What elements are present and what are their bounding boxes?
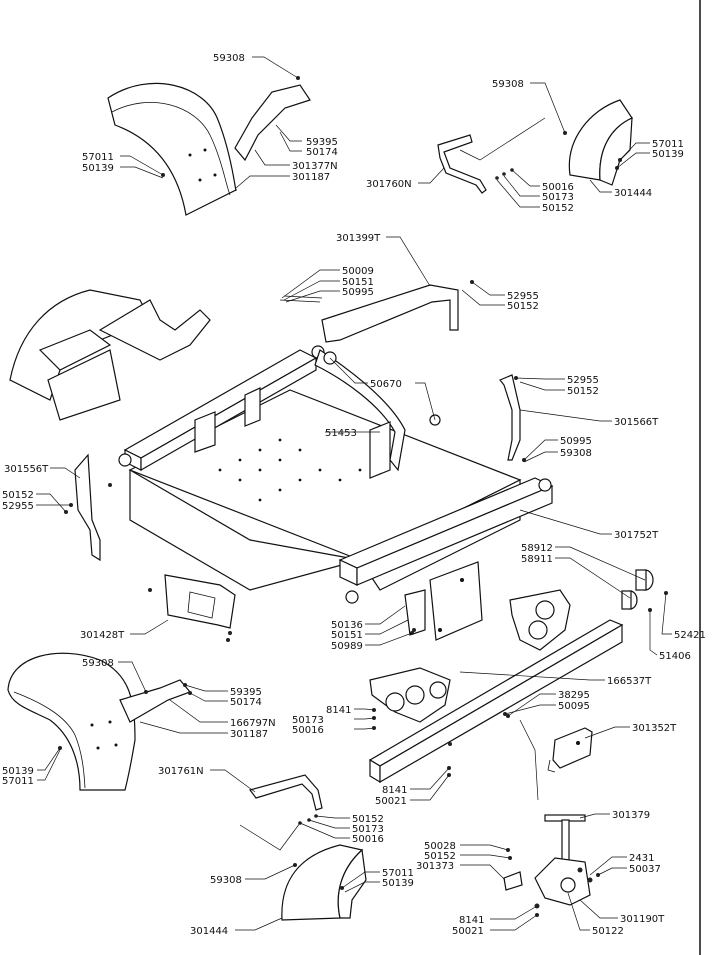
fender-bottom-left: [7, 652, 192, 791]
part-label: 301187: [292, 172, 330, 183]
part-label: 50016: [292, 725, 324, 736]
leader-lines: [36, 56, 672, 931]
part-label: 301377N: [292, 161, 338, 172]
part-label: 59308: [82, 658, 114, 669]
part-label: 166537T: [607, 676, 652, 687]
part-label: 57011: [82, 152, 114, 163]
bracket-301556T: [64, 453, 112, 562]
bumper-assembly: [368, 589, 624, 784]
part-label: 52955: [507, 291, 539, 302]
part-label: 8141: [326, 705, 351, 716]
part-label: 50139: [2, 766, 34, 777]
part-label: 301187: [230, 729, 268, 740]
part-labels: 59308 59395 50174 301377N 301187 57011 5…: [2, 53, 706, 937]
part-label: 52421: [674, 630, 706, 641]
part-label: 51453: [325, 428, 357, 439]
part-label: 8141: [382, 785, 407, 796]
part-label: 301444: [614, 188, 652, 199]
part-label: 50989: [331, 641, 363, 652]
part-label: 58911: [521, 554, 553, 565]
part-label: 50173: [352, 824, 384, 835]
part-label: 301428T: [80, 630, 125, 641]
part-label: 58912: [521, 543, 553, 554]
handle-301761N: [248, 774, 323, 825]
fender-top-right: [563, 99, 633, 186]
part-label: 301444: [190, 926, 228, 937]
part-label: 50670: [370, 379, 402, 390]
part-label: 50122: [592, 926, 624, 937]
part-label: 301761N: [158, 766, 204, 777]
main-frame: [9, 289, 554, 604]
part-label: 166797N: [230, 718, 276, 729]
part-label: 52955: [567, 375, 599, 386]
part-label: 59395: [306, 137, 338, 148]
part-label: 50095: [558, 701, 590, 712]
part-label: 57011: [2, 776, 34, 787]
part-label: 50174: [230, 697, 262, 708]
part-label: 301190T: [620, 914, 665, 925]
part-label: 59308: [560, 448, 592, 459]
rollers: [621, 569, 668, 612]
part-label: 50136: [331, 620, 363, 631]
plate-301428T: [164, 574, 236, 642]
part-label: 8141: [459, 915, 484, 926]
part-label: 50174: [306, 147, 338, 158]
fender-bottom-301444: [281, 844, 367, 921]
part-label: 50152: [542, 203, 574, 214]
fender-top-left: [107, 76, 311, 216]
part-label: 50021: [375, 796, 407, 807]
part-label: 57011: [382, 868, 414, 879]
part-label: 50995: [342, 287, 374, 298]
part-label: 301379: [612, 810, 650, 821]
part-label: 301373: [416, 861, 454, 872]
part-label: 301556T: [4, 464, 49, 475]
bracket-301566T: [499, 374, 526, 462]
part-label: 52955: [2, 501, 34, 512]
part-label: 50016: [352, 834, 384, 845]
part-label: 50037: [629, 864, 661, 875]
part-label: 50995: [560, 436, 592, 447]
part-label: 50016: [542, 182, 574, 193]
part-label: 59395: [230, 687, 262, 698]
part-label: 50139: [652, 149, 684, 160]
part-label: 50152: [2, 490, 34, 501]
part-label: 301352T: [632, 723, 677, 734]
part-label: 301399T: [336, 233, 381, 244]
part-label: 50152: [567, 386, 599, 397]
part-label: 50151: [342, 277, 374, 288]
part-label: 59308: [213, 53, 245, 64]
part-label: 301760N: [366, 179, 412, 190]
part-label: 50152: [352, 814, 384, 825]
part-label: 50009: [342, 266, 374, 277]
part-label: 50139: [82, 163, 114, 174]
bracket-301352T: [547, 727, 593, 773]
part-label: 50021: [452, 926, 484, 937]
part-label: 50152: [507, 301, 539, 312]
part-label: 59308: [210, 875, 242, 886]
part-label: 51406: [659, 651, 691, 662]
part-label: 2431: [629, 853, 654, 864]
panel-301399T: [279, 280, 474, 343]
hitch-assembly: [503, 814, 600, 917]
part-label: 50173: [542, 192, 574, 203]
rear-mount-plate: [404, 561, 483, 641]
part-label: 50173: [292, 715, 324, 726]
part-label: 50152: [424, 851, 456, 862]
part-label: 50151: [331, 630, 363, 641]
part-label: 57011: [652, 139, 684, 150]
part-label: 50139: [382, 878, 414, 889]
part-label: 59308: [492, 79, 524, 90]
part-label: 301752T: [614, 530, 659, 541]
part-label: 301566T: [614, 417, 659, 428]
handle-301760N: [437, 134, 514, 194]
part-label: 38295: [558, 690, 590, 701]
part-label: 50028: [424, 841, 456, 852]
